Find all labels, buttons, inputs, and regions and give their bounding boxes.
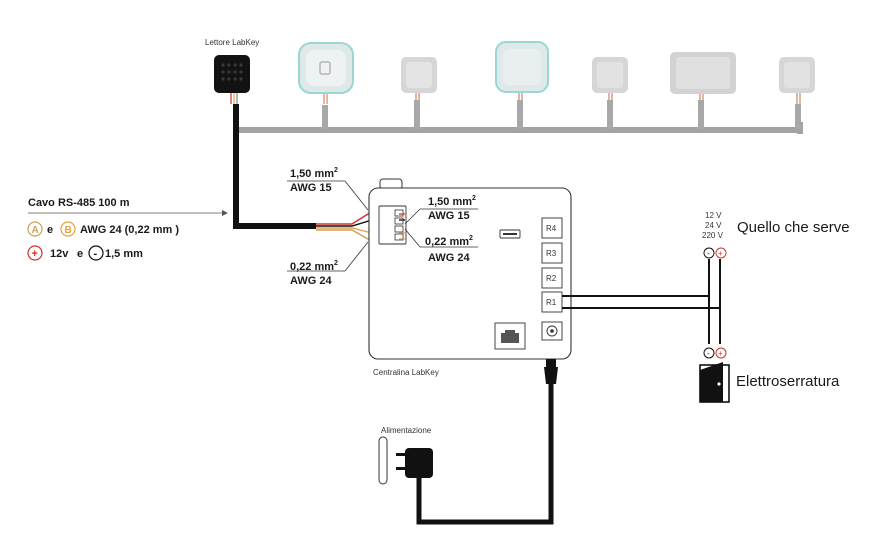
reader-wide [670, 52, 736, 94]
reader-square-2 [592, 57, 628, 93]
left-bot-wire-awg: AWG 24 [290, 275, 332, 287]
power-jack-ring [546, 325, 558, 337]
reader-label: Lettore LabKey [205, 38, 259, 47]
wire-a-letter: A [32, 225, 39, 236]
power-cable [416, 384, 554, 525]
lock-minus-marker [703, 347, 715, 359]
controller-box [368, 187, 572, 360]
controller-power-connector [544, 359, 558, 384]
wire-a-b-conjunction: e [47, 224, 53, 236]
voltage-24: 24 V [705, 221, 722, 230]
reader-square-1 [401, 57, 437, 93]
right-bot-wire-awg: AWG 24 [428, 252, 470, 264]
power-label: Alimentazione [381, 426, 432, 435]
supply-plus-marker [715, 247, 727, 259]
terminal-screws [394, 209, 404, 241]
reader-wire-ends [323, 92, 801, 104]
reader-round-1 [298, 42, 354, 94]
cable-pointer-arrow [222, 210, 228, 216]
wire-ab-spec: AWG 24 (0,22 mm ) [80, 224, 179, 236]
relay-r2: R2 [546, 274, 557, 283]
rs485-cable [233, 104, 316, 229]
wire-a-marker [27, 221, 43, 237]
reader-stems [322, 100, 801, 129]
cable-title: Cavo RS-485 100 m [28, 197, 130, 209]
relay-r3: R3 [546, 249, 557, 258]
wall-socket-icon [378, 436, 388, 485]
right-leader-lines [404, 208, 478, 248]
labkey-reader [214, 55, 250, 93]
reader-square-3 [779, 57, 815, 93]
supply-plus-symbol: + [718, 249, 723, 258]
left-leader-lines [287, 180, 369, 272]
lock-minus-symbol: - [707, 349, 710, 358]
right-bot-wire-section: 0,22 mm2 [425, 235, 473, 248]
reader-round-2 [495, 41, 549, 93]
wire-b-letter: B [65, 225, 72, 236]
supply-minus-marker [703, 247, 715, 259]
left-bot-wire-section: 0,22 mm2 [290, 260, 338, 273]
wire-b-marker [60, 221, 76, 237]
power-voltage: 12v [50, 248, 69, 260]
power-adapter-icon [396, 448, 433, 478]
voltage-220: 220 V [702, 231, 724, 240]
relay-r4: R4 [546, 224, 557, 233]
power-minus-marker [88, 245, 104, 261]
voltage-12: 12 V [705, 211, 722, 220]
power-spec: 1,5 mm [105, 248, 143, 260]
power-plus-marker [27, 245, 43, 261]
terminal-wire-ends [399, 213, 405, 240]
reader-bus-bar [237, 127, 802, 133]
left-top-wire-awg: AWG 15 [290, 182, 332, 194]
door-icon [699, 362, 730, 403]
relay-boxes [541, 217, 563, 313]
relay-to-lock-wires [562, 295, 721, 344]
relay-r1: R1 [546, 298, 557, 307]
usb-port-inner [503, 233, 517, 235]
right-top-wire-awg: AWG 15 [428, 210, 470, 222]
lock-plus-marker [715, 347, 727, 359]
controller-label: Centralina LabKey [373, 368, 439, 377]
supply-minus-symbol: - [707, 249, 710, 258]
what-you-need-label: Quello che serve [737, 219, 850, 236]
reader-keypad [221, 63, 243, 81]
power-minus-symbol: - [94, 248, 98, 260]
lock-plus-symbol: + [718, 349, 723, 358]
right-top-wire-section: 1,50 mm2 [428, 195, 476, 208]
left-top-wire-section: 1,50 mm2 [290, 167, 338, 180]
ethernet-port-socket [501, 330, 519, 343]
power-jack-pin [550, 329, 554, 333]
power-plus-symbol: + [32, 248, 38, 260]
reader-output-wires [230, 93, 238, 104]
supply-wires [708, 259, 721, 308]
power-conjunction: e [77, 248, 83, 260]
lock-label: Elettroserratura [736, 373, 840, 390]
